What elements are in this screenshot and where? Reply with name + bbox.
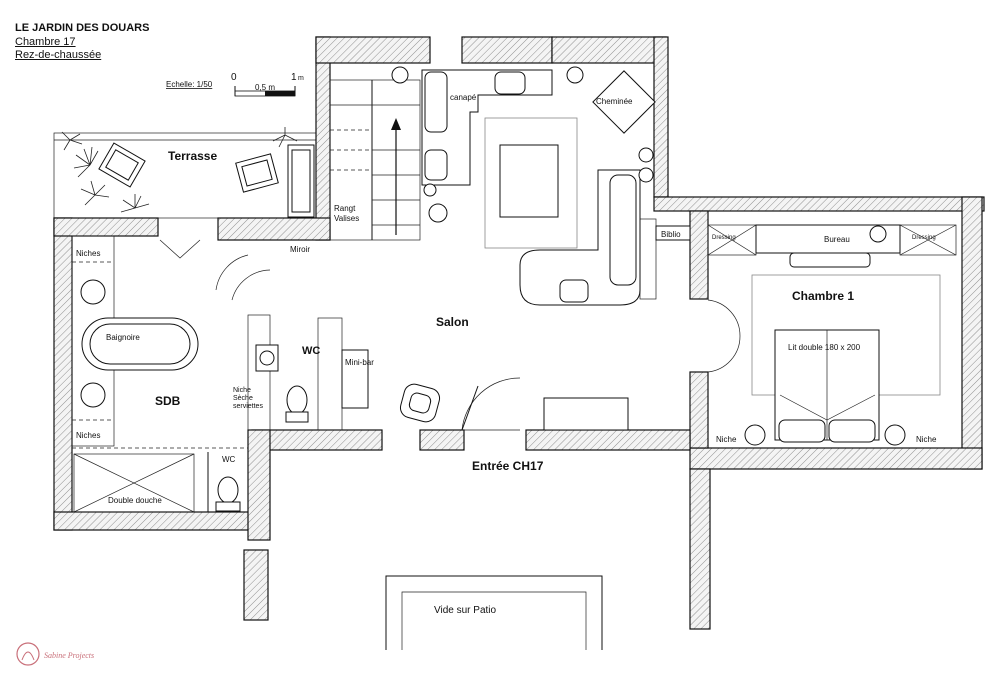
armchair [399, 383, 441, 423]
label-dressing-right: Dressing [912, 235, 936, 241]
label-canape: canapé [450, 93, 477, 102]
label-baignoire: Baignoire [106, 333, 140, 342]
sdb-room: Niches Niches Baignoire SDB Double douch… [71, 235, 263, 513]
label-niche-left: Niche [716, 435, 737, 444]
label-niche-right: Niche [916, 435, 937, 444]
console [543, 397, 629, 431]
plan-subtitle-room: Chambre 17 [15, 36, 76, 48]
scale-bar: Echelle: 1/50 0 0,5 m 1 m [166, 72, 304, 97]
plan-subtitle-level: Rez-de-chaussée [15, 49, 102, 61]
entrance-area: Entrée CH17 Vide sur Patio [385, 459, 603, 650]
chambre-room: Dressing Dressing Bureau Chambre 1 Lit d… [707, 224, 957, 446]
room-label-wc-small: WC [222, 455, 236, 464]
label-biblio: Biblio [661, 230, 681, 239]
salon-furniture: canapé Cheminée Mini-bar [290, 66, 691, 431]
label-lit: Lit double 180 x 200 [788, 343, 861, 352]
fireplace: Cheminée [592, 70, 656, 134]
label-cheminee: Cheminée [596, 97, 633, 106]
label-seche: Sèche [233, 395, 253, 402]
label-niche-seche: Niche [233, 387, 251, 394]
label-serviettes: serviettes [233, 403, 263, 410]
label-minibar: Mini-bar [345, 358, 374, 367]
stair-arrow-icon [391, 118, 401, 130]
basin-icon [80, 382, 106, 408]
staircase: Rangt Valises [329, 79, 421, 241]
scale-unit: m [298, 75, 304, 82]
mini-bar [341, 349, 369, 409]
toilet-icon [286, 385, 308, 415]
sofa [421, 69, 553, 186]
basin-icon [80, 279, 106, 305]
label-valises: Valises [334, 214, 359, 223]
entrance-door[interactable] [461, 377, 521, 431]
label-double-douche: Double douche [108, 496, 162, 505]
rug [484, 117, 578, 249]
label-miroir: Miroir [290, 245, 310, 254]
scale-tick-1: 1 [291, 72, 297, 83]
plant-icon [61, 127, 298, 213]
double-shower [73, 453, 195, 513]
label-rangt: Rangt [334, 204, 356, 213]
coffee-table [499, 144, 559, 218]
label-dressing-left: Dressing [712, 235, 736, 241]
room-label-terrasse: Terrasse [168, 149, 217, 163]
toilet-icon [217, 476, 239, 504]
label-niches-top: Niches [76, 249, 100, 258]
room-label-vide: Vide sur Patio [434, 605, 497, 616]
room-label-salon: Salon [436, 315, 469, 329]
label-bureau: Bureau [824, 235, 850, 244]
room-label-wc: WC [302, 345, 320, 357]
room-label-chambre: Chambre 1 [792, 289, 854, 303]
lounge-chair-2 [235, 153, 279, 193]
room-label-sdb: SDB [155, 394, 181, 408]
scale-label: Echelle: 1/50 [166, 80, 213, 89]
sink-icon [259, 350, 275, 366]
logo-text: Sabine Projects [44, 651, 94, 660]
company-logo: Sabine Projects [16, 642, 94, 666]
plan-title: LE JARDIN DES DOUARS [15, 22, 150, 34]
scale-tick-half: 0,5 m [255, 83, 275, 92]
terrasse-area: Terrasse [53, 127, 317, 219]
label-niches-bottom: Niches [76, 431, 100, 440]
lounge-chair-1 [98, 142, 146, 188]
walls [53, 36, 985, 630]
scale-tick-0: 0 [231, 72, 237, 83]
wc-room: WC [231, 269, 320, 423]
room-label-entree: Entrée CH17 [472, 459, 544, 473]
